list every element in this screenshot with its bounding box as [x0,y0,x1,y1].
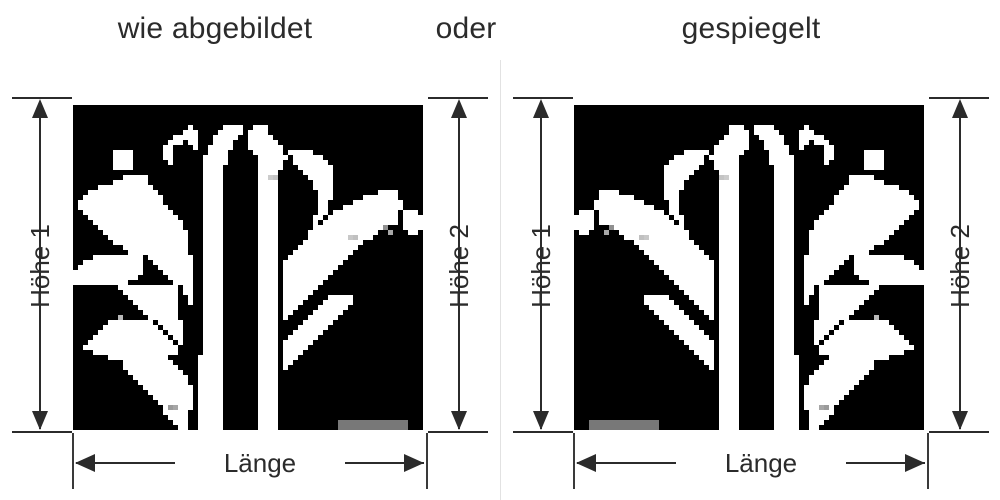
height1-right-tick-bottom [513,431,573,433]
heading-conjunction: oder [435,12,497,45]
panel-divider [500,60,501,500]
height2-left-arrow-down-icon [451,411,467,430]
plant-silhouette-image-mirrored [574,105,924,430]
height1-right-dimension-line [540,104,542,429]
heading-as-depicted: wie abgebildet [117,12,313,45]
height2-label: Höhe 2 [945,224,975,308]
length-right-arrow-left-icon [576,454,596,472]
length-left-label: Länge [175,450,345,476]
height1-dimension-line [39,104,41,429]
height1-right-tick-top [513,97,573,99]
height1-label: Höhe 1 [25,224,55,308]
plant-silhouette-image [73,105,423,430]
height1-arrow-up-icon [32,99,48,118]
length-right-arrow-right-icon [905,454,925,472]
image-panel-mirrored [574,105,924,430]
height1-tick-top [12,97,72,99]
height1-right-arrow-down-icon [533,411,549,430]
height1-arrow-down-icon [32,411,48,430]
length-left-ext-end [426,433,428,489]
length-right-ext-start [573,433,575,489]
height1-right-label: Höhe 1 [526,224,556,308]
height2-tick-bottom [929,431,989,433]
height2-left-dimension-line [458,104,460,429]
length-left-arrow-left-icon [75,454,95,472]
height2-arrow-down-icon [952,411,968,430]
height2-left-tick-top [428,97,488,99]
heading-mirrored: gespiegelt [681,12,821,45]
height2-left-label: Höhe 2 [444,224,474,308]
height2-arrow-up-icon [952,99,968,118]
length-left-arrow-right-icon [404,454,424,472]
length-right-ext-end [927,433,929,489]
height2-dimension-line [959,104,961,429]
height1-right-arrow-up-icon [533,99,549,118]
height2-left-tick-bottom [428,431,488,433]
height1-tick-bottom [12,431,72,433]
length-right-label: Länge [676,450,846,476]
length-left-ext-start [72,433,74,489]
image-panel-as-depicted [73,105,423,430]
height2-left-arrow-up-icon [451,99,467,118]
height2-tick-top [929,97,989,99]
